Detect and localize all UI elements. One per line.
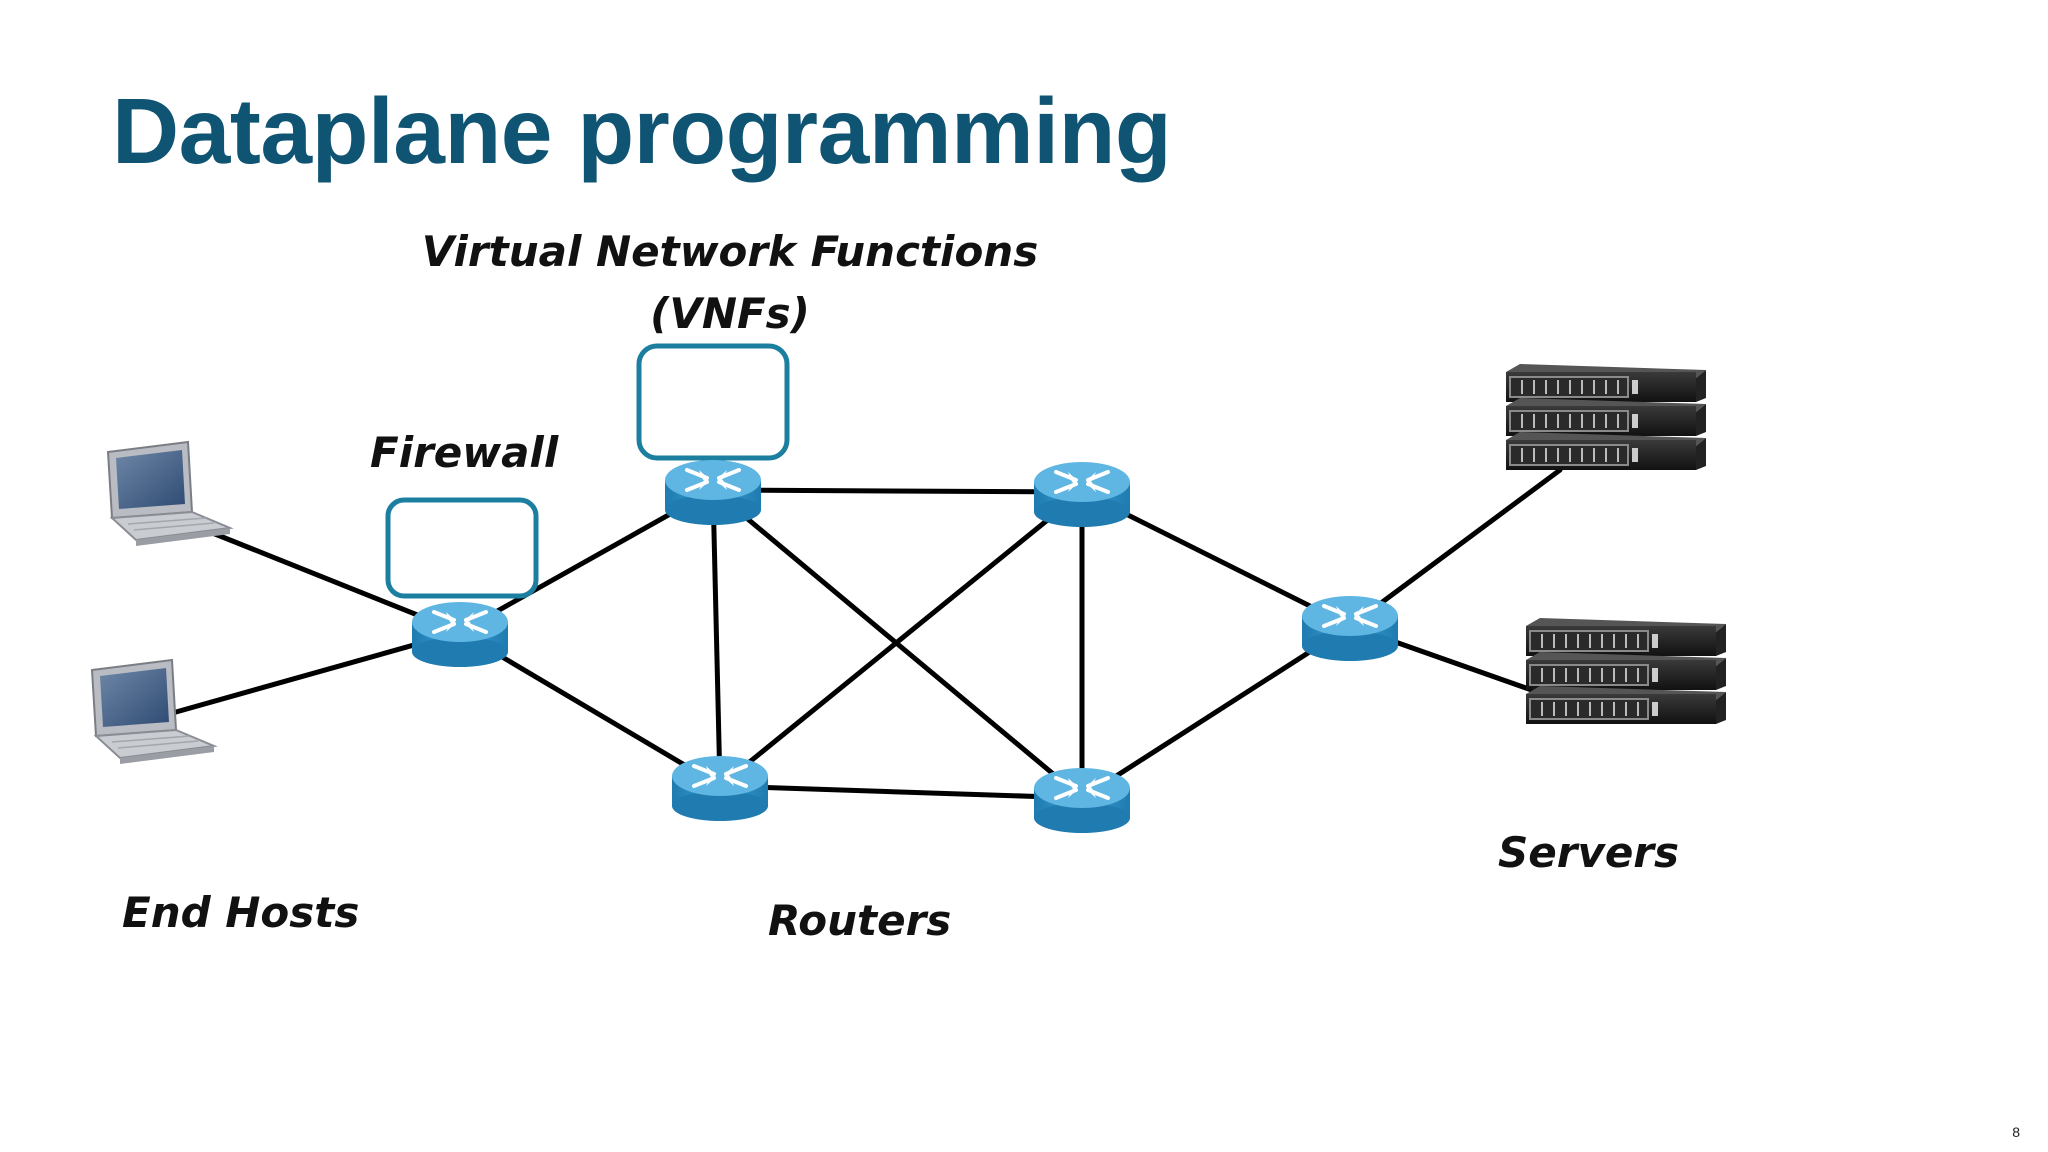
- link-r6-r4: [1079, 623, 1353, 801]
- end-hosts-label: End Hosts: [122, 888, 360, 937]
- vnf-label-line1: Virtual Network Functions: [421, 227, 1039, 276]
- link-r5-r6: [717, 783, 1085, 801]
- slide-title: Dataplane programming: [112, 79, 1172, 183]
- router-icon: [663, 458, 763, 527]
- routers-label: Routers: [768, 896, 952, 945]
- page-number: 8: [2012, 1124, 2020, 1140]
- server-rack-icon: [1506, 364, 1706, 470]
- laptop-icon: [107, 441, 231, 547]
- server-rack-icon: [1526, 618, 1726, 724]
- router-icon: [1032, 460, 1132, 529]
- network-links: [173, 467, 1563, 801]
- link-r4-server1: [1347, 467, 1563, 629]
- router-icon: [670, 754, 770, 823]
- router-icon: [1300, 594, 1400, 663]
- laptop-icon: [91, 659, 215, 765]
- link-r3-r5: [717, 489, 1085, 789]
- router-icon: [410, 600, 510, 669]
- link-r2-r3: [710, 487, 1085, 495]
- vnf-label-line2: (VNFs): [650, 289, 810, 338]
- servers-label: Servers: [1498, 828, 1680, 877]
- link-r2-r5: [710, 487, 723, 789]
- firewall-box: [385, 497, 539, 599]
- router-icon: [1032, 766, 1132, 835]
- vnf-label: Virtual Network Functions (VNFs): [410, 221, 1050, 345]
- vnf-box: [636, 343, 790, 461]
- firewall-label: Firewall: [370, 428, 559, 477]
